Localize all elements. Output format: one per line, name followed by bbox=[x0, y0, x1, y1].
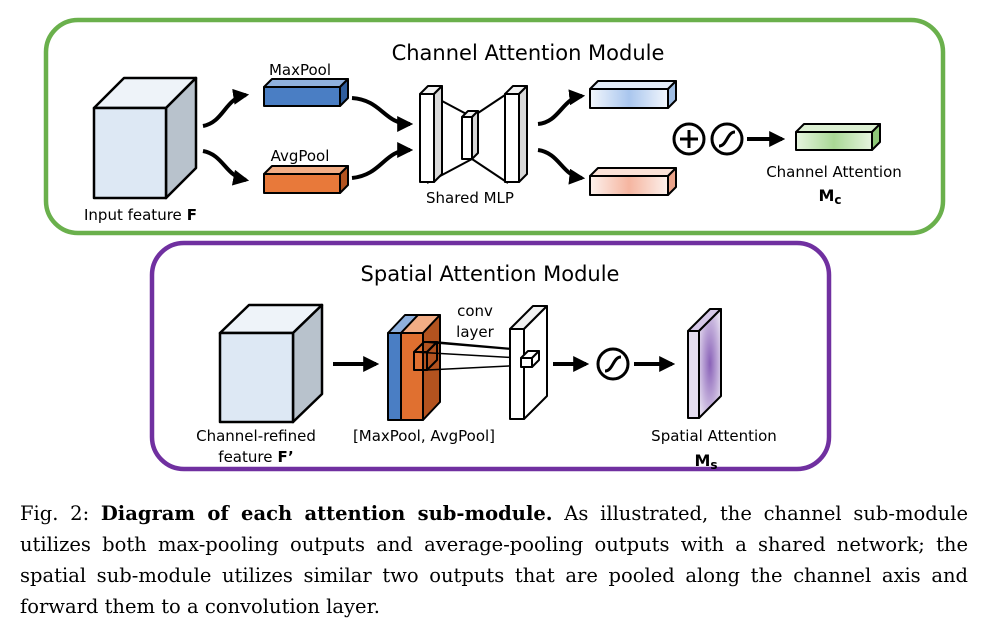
refined-feature-label-line1: Channel-refined bbox=[196, 427, 316, 445]
shared-mlp bbox=[419, 85, 528, 184]
avgpool-label: AvgPool bbox=[271, 147, 330, 165]
arrow-avgpool-to-mlp bbox=[351, 142, 414, 180]
conv-layer-label-line1: conv bbox=[457, 302, 493, 320]
spatial-module-title: Spatial Attention Module bbox=[361, 262, 620, 286]
avgpool-vector bbox=[263, 165, 349, 194]
input-feature-label: Input feature bbox=[84, 206, 182, 224]
maxpool-label: MaxPool bbox=[269, 61, 331, 79]
pooled-maps-label: [MaxPool, AvgPool] bbox=[353, 427, 495, 445]
caption-title: Diagram of each attention sub-module. bbox=[100, 502, 553, 525]
maxpool-vector bbox=[263, 78, 349, 107]
mlp-output-max bbox=[589, 80, 677, 109]
arrow-to-avgpool bbox=[202, 149, 250, 186]
arrow-maxpool-to-mlp bbox=[351, 96, 414, 132]
caption-body: As illustrated, the channel sub-module u… bbox=[20, 502, 969, 618]
svg-text:Mc: Mc bbox=[818, 186, 841, 207]
spatial-module-border bbox=[149, 240, 832, 472]
spatial-attention-label: Spatial Attention bbox=[651, 427, 777, 445]
refined-feature-symbol: F’ bbox=[277, 448, 293, 466]
refined-feature-cube bbox=[218, 303, 324, 424]
arrow-mlp-to-max-out bbox=[537, 89, 586, 126]
spatial-attention-map bbox=[687, 308, 722, 419]
input-feature-cube bbox=[92, 76, 198, 200]
pool-to-mlp-arrows bbox=[351, 96, 414, 180]
mlp-output-avg bbox=[589, 167, 677, 196]
svg-text:Ms: Ms bbox=[694, 451, 717, 472]
figure-caption: Fig. 2: Diagram of each attention sub-mo… bbox=[20, 498, 968, 622]
elementwise-sum-icon bbox=[672, 122, 706, 156]
arrow-to-maxpool bbox=[202, 88, 250, 128]
sigmoid-icon bbox=[710, 122, 744, 156]
spatial-attention-subscript: s bbox=[710, 458, 717, 472]
channel-attention-symbol: M bbox=[818, 186, 834, 205]
channel-attention-label: Channel Attention bbox=[766, 163, 902, 181]
channel-module-border bbox=[43, 17, 946, 236]
spatial-sigmoid-icon bbox=[596, 347, 630, 381]
channel-module-title: Channel Attention Module bbox=[392, 41, 665, 65]
channel-attention-vector bbox=[795, 123, 881, 151]
conv-output-map bbox=[509, 305, 548, 420]
mlp-to-output-arrows bbox=[537, 89, 586, 185]
arrow-mlp-to-avg-out bbox=[537, 148, 586, 185]
channel-attention-subscript: c bbox=[834, 193, 841, 207]
pooled-feature-maps bbox=[387, 314, 441, 421]
spatial-attention-module: Spatial Attention Module Channel-refined… bbox=[149, 240, 832, 472]
conv-layer-label-line2: layer bbox=[456, 323, 494, 341]
spatial-attention-symbol: M bbox=[694, 451, 710, 470]
caption-prefix: Fig. 2: bbox=[20, 502, 90, 525]
shared-mlp-label: Shared MLP bbox=[426, 189, 514, 207]
cube-to-pool-arrows bbox=[202, 88, 250, 186]
refined-feature-label-line2: feature bbox=[218, 448, 272, 466]
input-feature-symbol: F bbox=[187, 206, 197, 224]
